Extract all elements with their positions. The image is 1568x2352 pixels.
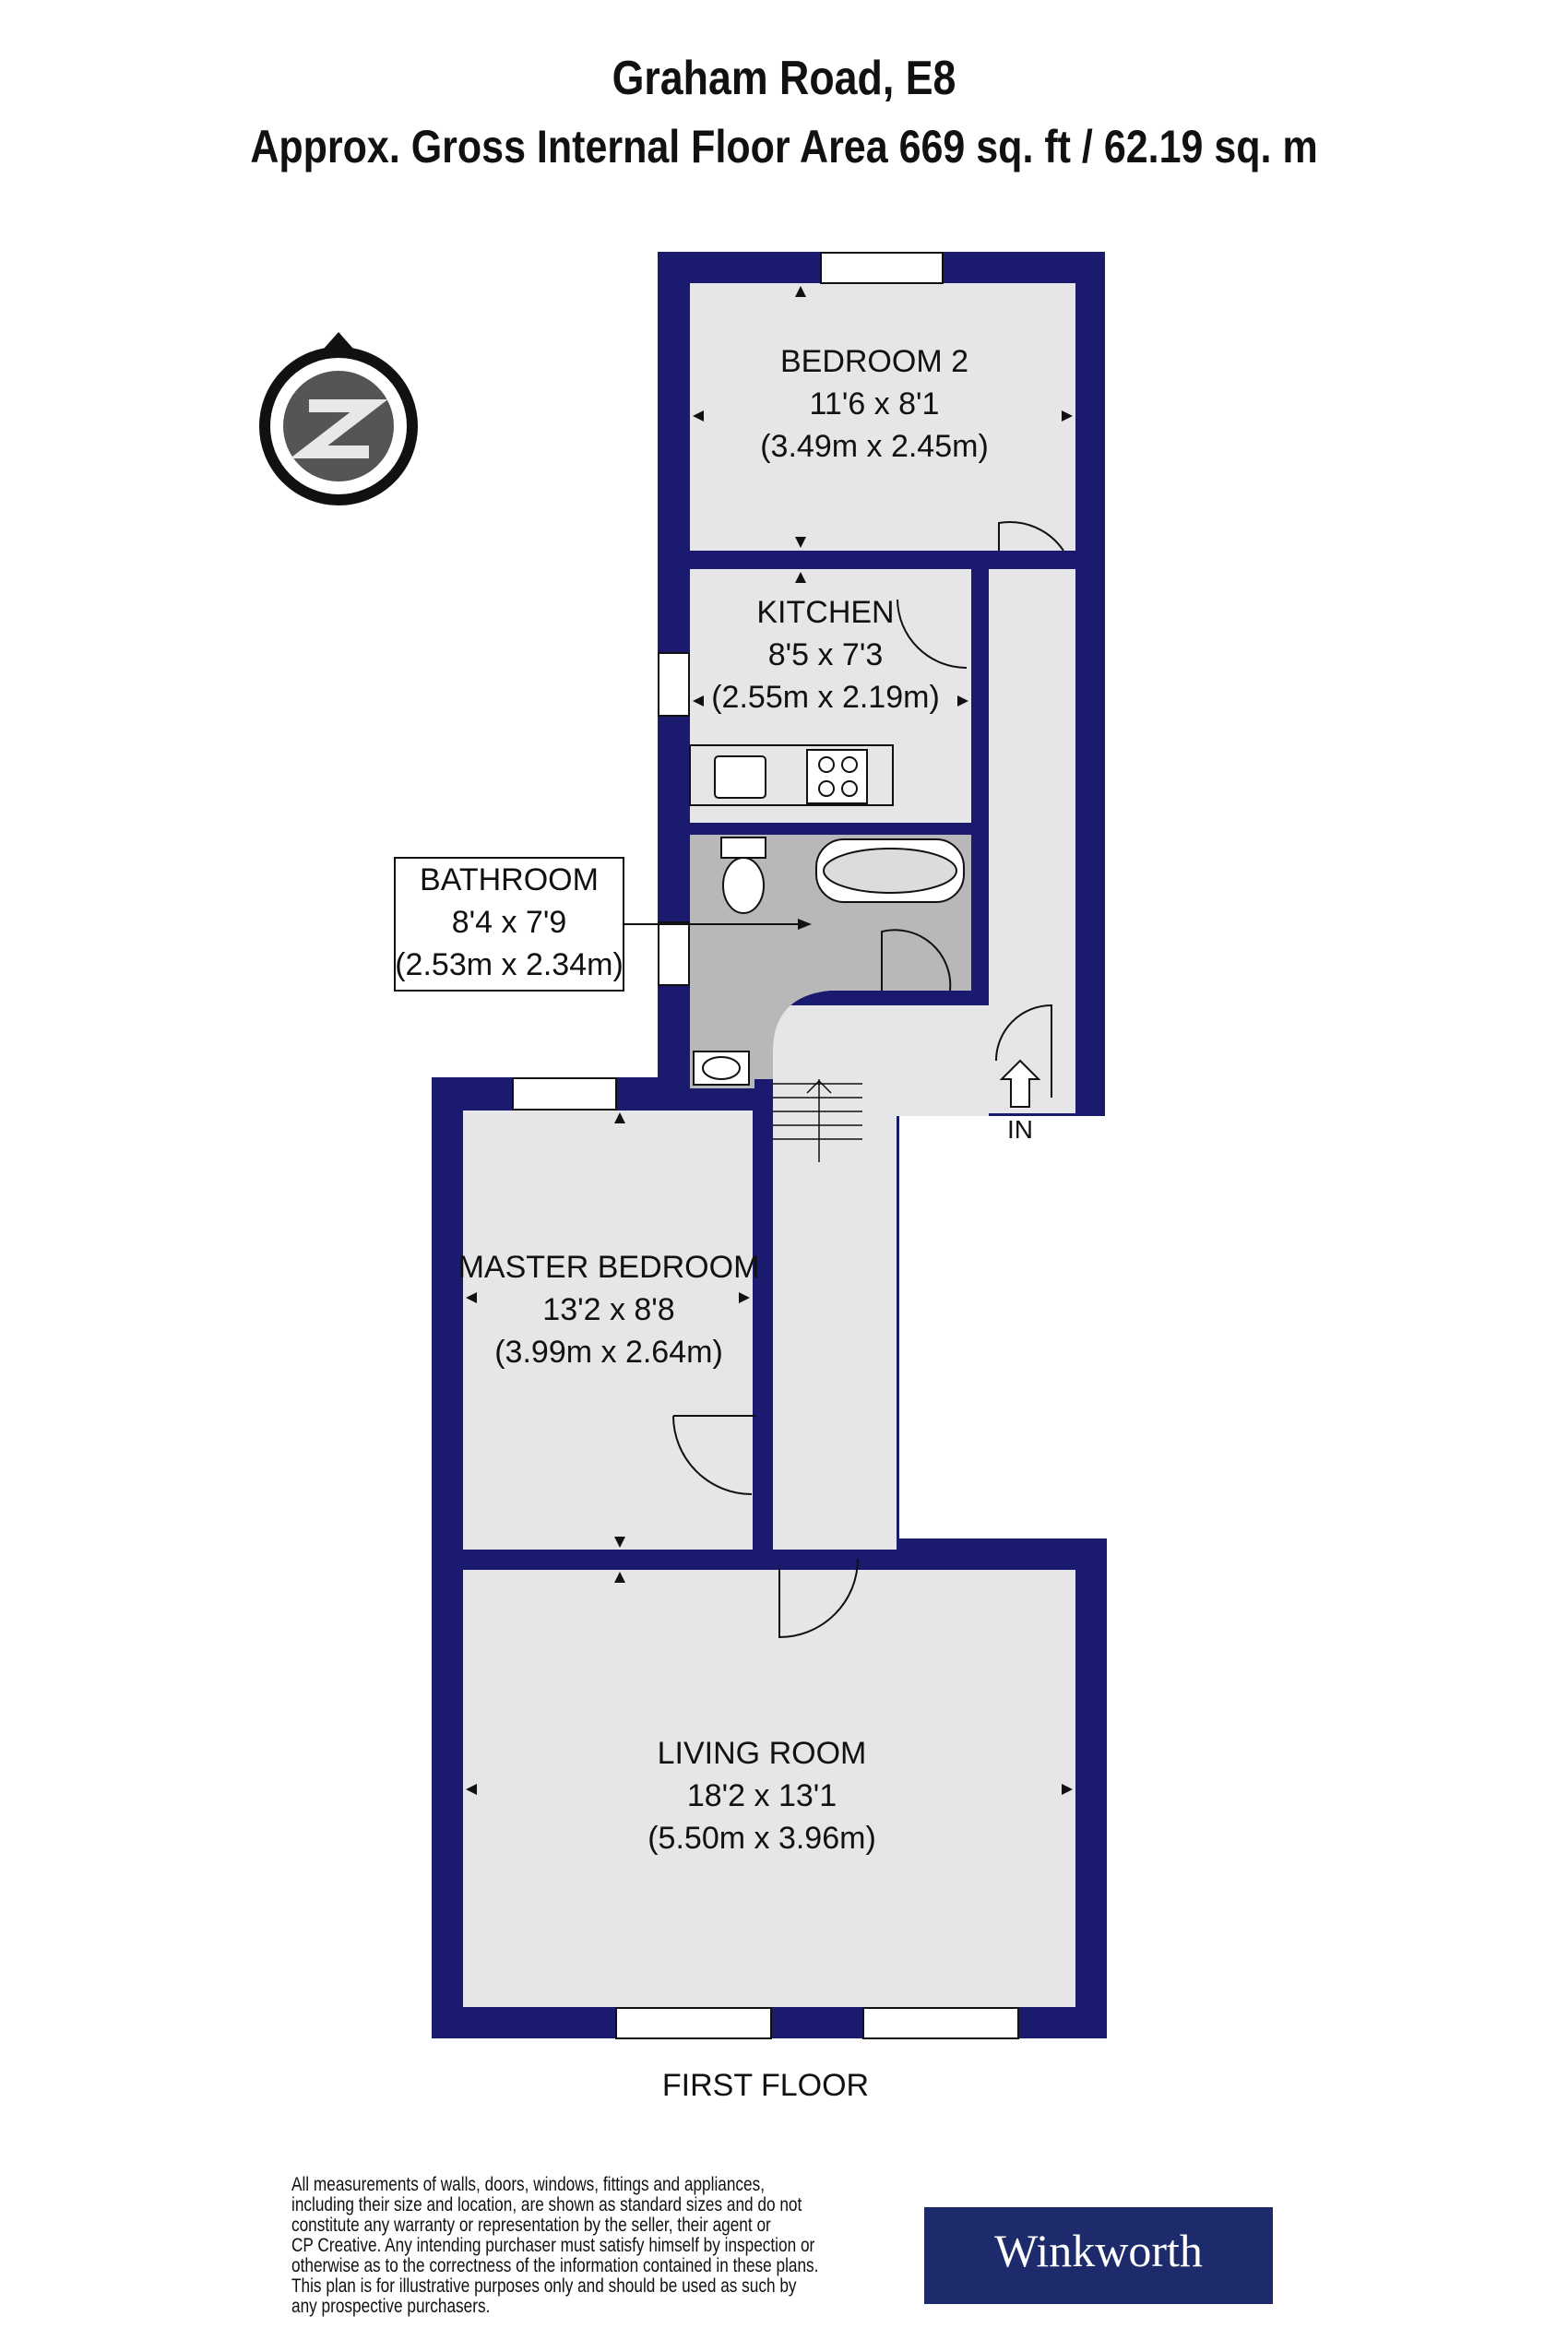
windows: [512, 252, 1019, 2039]
compass-icon: [259, 332, 418, 505]
in-arrow-icon: [999, 1059, 1041, 1108]
bathroom-name: BATHROOM: [420, 862, 599, 897]
floor-area-subtitle: Approx. Gross Internal Floor Area 669 sq…: [250, 121, 1318, 172]
bathroom-imperial: 8'4 x 7'9: [452, 905, 567, 940]
disclaimer-line: any prospective purchasers.: [291, 2296, 491, 2317]
bathroom-callout: [394, 857, 812, 992]
stairs: [773, 1079, 862, 1162]
master-bedroom-metric: (3.99m x 2.64m): [494, 1335, 723, 1370]
kitchen-metric: (2.55m x 2.19m): [711, 680, 940, 715]
disclaimer-line: including their size and location, are s…: [291, 2194, 802, 2215]
cistern-icon: [720, 837, 766, 859]
bedroom2-metric: (3.49m x 2.45m): [760, 429, 989, 464]
floor-areas: [463, 283, 1075, 2007]
dimension-markers: [466, 286, 1073, 1795]
sink-icon: [714, 755, 766, 799]
disclaimer-line: otherwise as to the correctness of the i…: [291, 2255, 819, 2276]
disclaimer-line: This plan is for illustrative purposes o…: [291, 2275, 797, 2297]
floor-label: FIRST FLOOR: [661, 2068, 870, 2103]
bathroom-fittings: [693, 837, 965, 1086]
hob-icon: [806, 749, 868, 804]
bathroom-metric: (2.53m x 2.34m): [395, 947, 624, 982]
master-bedroom-name: MASTER BEDROOM: [458, 1250, 760, 1285]
disclaimer-line: constitute any warranty or representatio…: [291, 2215, 771, 2236]
master-bedroom-imperial: 13'2 x 8'8: [542, 1292, 674, 1327]
living-room-name: LIVING ROOM: [658, 1736, 867, 1771]
brand-logo: Winkworth: [924, 2207, 1273, 2304]
kitchen-fittings: [689, 744, 894, 806]
entrance-label: IN: [1007, 1115, 1033, 1144]
kitchen-imperial: 8'5 x 7'3: [768, 637, 884, 672]
door-swings: [672, 521, 1064, 1639]
bedroom2-name: BEDROOM 2: [780, 344, 968, 379]
bedroom2-imperial: 11'6 x 8'1: [810, 386, 940, 422]
toilet-icon: [722, 857, 765, 914]
plan-title: Graham Road, E8: [612, 52, 956, 105]
brand-name: Winkworth: [994, 2224, 1203, 2276]
disclaimer: All measurements of walls, doors, window…: [291, 2175, 934, 2317]
living-room-imperial: 18'2 x 13'1: [687, 1778, 837, 1813]
living-room-metric: (5.50m x 3.96m): [647, 1821, 876, 1856]
disclaimer-line: All measurements of walls, doors, window…: [291, 2174, 766, 2195]
kitchen-name: KITCHEN: [756, 595, 894, 630]
disclaimer-line: CP Creative. Any intending purchaser mus…: [291, 2235, 815, 2256]
room-labels: BEDROOM 2 11'6 x 8'1 (3.49m x 2.45m) KIT…: [395, 344, 1033, 1856]
